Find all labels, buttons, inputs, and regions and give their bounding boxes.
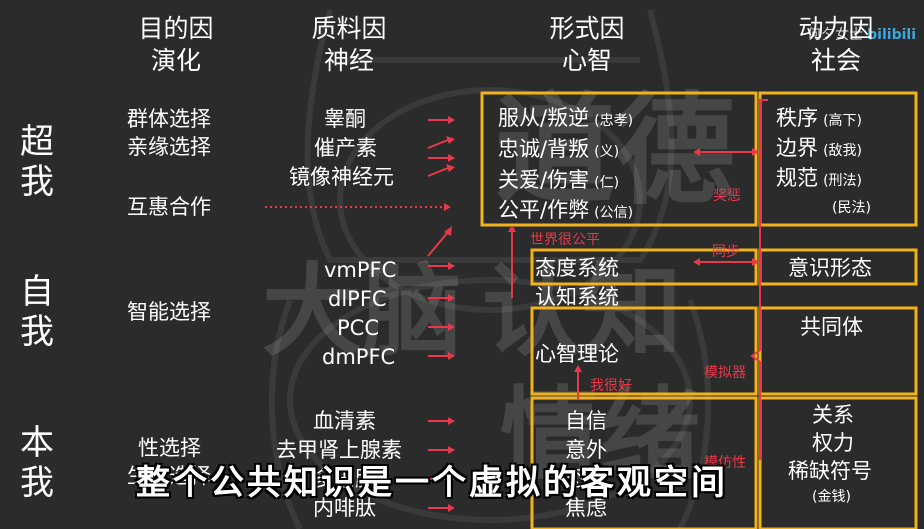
society-brace	[750, 99, 768, 460]
arrow-oxytocin-1	[427, 139, 449, 149]
col4-power: 权力	[812, 431, 854, 455]
col3-obedience-rebellion-main: 服从/叛逆	[498, 106, 590, 130]
ego-society-box	[758, 306, 918, 396]
col3-obedience-rebellion-note: (忠孝)	[594, 113, 634, 129]
col2-testosterone: 睾酮	[324, 107, 366, 131]
col2-vmpfc: vmPFC	[324, 258, 397, 282]
col3-obedience-rebellion: 服从/叛逆 (忠孝)	[498, 108, 633, 129]
ego-mind-box	[530, 306, 758, 396]
header-final-cause-line2: 演化	[150, 46, 201, 75]
col3-anxiety: 焦虑	[565, 496, 607, 520]
header-final-cause: 目的因 演化	[116, 13, 236, 77]
col4-civil-law: (民法)	[832, 200, 871, 216]
col2-endorphin: 内啡肽	[313, 496, 376, 520]
col3-loyalty-betrayal-note: (义)	[594, 144, 620, 160]
col4-scarce-symbols: 稀缺符号	[788, 459, 872, 483]
col3-self-confidence: 自信	[565, 409, 607, 433]
col4-norms-note: (刑法)	[823, 173, 863, 189]
col1-sexual-selection: 性选择	[138, 436, 201, 460]
col2-pcc: PCC	[337, 316, 379, 340]
col4-relations: 关系	[812, 403, 854, 427]
col4-order: 秩序 (高下)	[776, 108, 862, 129]
col4-boundary: 边界 (敌我)	[776, 138, 862, 159]
col2-serotonin: 血清素	[313, 409, 376, 433]
col4-order-main: 秩序	[776, 106, 818, 130]
arrow-vmpfc-2	[427, 231, 449, 257]
header-final-cause-line1: 目的因	[138, 14, 214, 43]
col1-intelligence-selection: 智能选择	[127, 300, 211, 324]
header-material-cause: 质料因 神经	[289, 13, 409, 77]
row-id: 本 我	[12, 423, 62, 503]
col3-cognition-system: 认知系统	[535, 285, 619, 309]
superego-mind-box	[480, 91, 758, 227]
col4-norms-main: 规范	[776, 166, 818, 190]
col3-care-harm-main: 关爱/伤害	[498, 168, 590, 192]
superego-society-box	[758, 91, 918, 227]
col3-fairness-cheating-main: 公平/作弊	[498, 198, 590, 222]
row-ego-line1: 自	[20, 272, 54, 312]
col3-fairness-cheating: 公平/作弊 (公信)	[498, 200, 633, 221]
bilibili-logo: bilibili	[867, 27, 916, 43]
header-formal-cause-line1: 形式因	[549, 14, 625, 43]
label-reward-punish: 奖惩	[713, 188, 741, 204]
header-efficient-cause: 动力因 社会	[776, 13, 896, 77]
header-material-cause-line1: 质料因	[311, 14, 387, 43]
col1-kin-selection: 亲缘选择	[127, 135, 211, 159]
row-id-line1: 本	[20, 423, 54, 463]
col4-boundary-main: 边界	[776, 136, 818, 160]
row-ego-line2: 我	[20, 312, 54, 352]
arrow-mirror	[427, 167, 449, 177]
header-efficient-cause-line1: 动力因	[798, 14, 874, 43]
col2-oxytocin: 催产素	[314, 136, 377, 160]
watermark-cognition: 认知	[482, 253, 682, 370]
col4-ideology: 意识形态	[788, 256, 872, 280]
col4-norms: 规范 (刑法)	[776, 168, 862, 189]
header-formal-cause-line2: 心智	[561, 46, 612, 75]
col1-survival-selection: 生存选择	[127, 464, 211, 488]
col3-care-harm-note: (仁)	[594, 175, 620, 191]
header-material-cause-line2: 神经	[323, 46, 374, 75]
id-society-box	[758, 396, 918, 529]
col2-norepinephrine: 去甲肾上腺素	[276, 438, 402, 462]
row-ego: 自 我	[12, 272, 62, 352]
brand-author: 何夕女士	[807, 27, 864, 43]
col1-reciprocal-cooperation: 互惠合作	[127, 195, 211, 219]
col3-theory-of-mind: 心智理论	[535, 342, 619, 366]
col2-dlpfc: dlPFC	[328, 287, 387, 311]
label-simulator: 模拟器	[704, 365, 746, 381]
label-imitation: 模仿性	[704, 455, 746, 471]
col3-loyalty-betrayal: 忠诚/背叛 (义)	[498, 139, 619, 160]
attitude-box	[530, 248, 758, 286]
col4-order-note: (高下)	[823, 113, 863, 129]
col3-fear: 恐惧	[565, 467, 607, 491]
col3-attitude-system: 态度系统	[535, 256, 619, 280]
col4-boundary-note: (敌我)	[823, 143, 863, 159]
col4-community: 共同体	[800, 315, 863, 339]
row-id-line2: 我	[20, 463, 54, 503]
label-sync: 同步	[712, 244, 740, 260]
row-superego-line2: 我	[20, 162, 54, 202]
ideology-box	[758, 248, 918, 286]
col3-accident: 意外	[565, 438, 607, 462]
id-mind-box	[530, 396, 758, 529]
col3-fairness-cheating-note: (公信)	[594, 205, 634, 221]
label-i-am-good: 我很好	[590, 378, 632, 394]
row-superego: 超 我	[12, 122, 62, 202]
col3-loyalty-betrayal-main: 忠诚/背叛	[498, 137, 590, 161]
col2-mirror-neurons: 镜像神经元	[289, 165, 394, 189]
col3-care-harm: 关爱/伤害 (仁)	[498, 170, 619, 191]
video-subtitle: 整个公共知识是一个虚拟的客观空间	[136, 463, 728, 503]
header-formal-cause: 形式因 心智	[527, 13, 647, 77]
label-just-world: 世界很公平	[530, 232, 600, 248]
row-superego-line1: 超	[20, 122, 54, 162]
header-efficient-cause-line2: 社会	[810, 46, 861, 75]
col1-group-selection: 群体选择	[127, 107, 211, 131]
col2-dmpfc: dmPFC	[322, 345, 396, 369]
col2-dopamine: 多巴胺	[313, 467, 376, 491]
watermark-brain: 大脑	[262, 253, 462, 370]
col4-money: (金钱)	[812, 489, 851, 505]
